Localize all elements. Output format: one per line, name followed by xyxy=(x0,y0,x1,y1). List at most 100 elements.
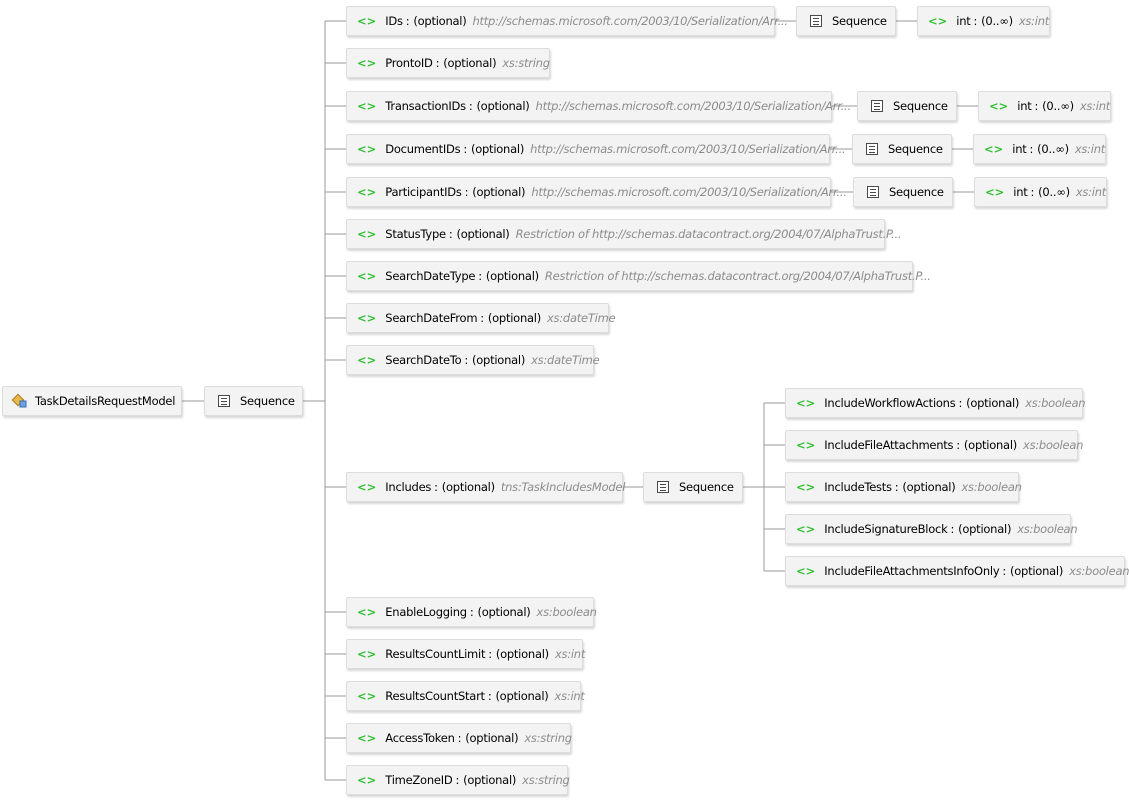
name-separator: : xyxy=(455,773,460,787)
element-name: int xyxy=(1013,185,1028,199)
element-node-includes[interactable]: <>Includes:(optional)tns:TaskIncludesMod… xyxy=(346,472,625,502)
element-type: http://schemas.microsoft.com/2003/10/Ser… xyxy=(535,99,852,113)
element-name: StatusType xyxy=(385,227,446,241)
element-node-access-token[interactable]: <>AccessToken:(optional)xs:string xyxy=(346,723,572,753)
name-separator: : xyxy=(463,142,467,156)
element-optional: (optional) xyxy=(958,522,1012,536)
element-node-ids[interactable]: <>IDs:(optional)http://schemas.microsoft… xyxy=(346,6,788,36)
element-name: IncludeFileAttachments xyxy=(824,438,954,452)
element-type: xs:string xyxy=(524,731,572,745)
element-node-status-type[interactable]: <> StatusType:(optional) Restriction of ht… xyxy=(346,219,902,249)
element-type: xs:int xyxy=(1074,142,1106,156)
element-name: IncludeSignatureBlock xyxy=(824,522,948,536)
element-type: xs:dateTime xyxy=(531,353,600,367)
element-cardinality: (0..∞) xyxy=(1042,99,1074,113)
element-optional: (optional) xyxy=(465,731,519,745)
element-icon: <> xyxy=(357,227,377,241)
root-sequence-node[interactable]: Sequence xyxy=(204,386,303,416)
element-name: SearchDateFrom xyxy=(385,311,478,325)
element-type: Restriction of http://schemas.datacontra… xyxy=(515,227,902,241)
element-optional: (optional) xyxy=(472,353,526,367)
element-node-int-participant-ids[interactable]: <>int:(0..∞)xs:int xyxy=(974,177,1107,207)
element-optional: (optional) xyxy=(1010,564,1064,578)
element-name: int xyxy=(956,14,971,28)
element-node-pronto-id[interactable]: <>ProntoID:(optional)xs:string xyxy=(346,48,550,78)
element-name: SearchDateTo xyxy=(385,353,462,367)
name-separator: : xyxy=(434,480,438,494)
element-optional: (optional) xyxy=(476,99,530,113)
sequence-node-includes[interactable]: Sequence xyxy=(643,472,743,502)
name-separator: : xyxy=(956,438,960,452)
name-separator: : xyxy=(478,269,482,283)
element-icon: <> xyxy=(357,731,377,745)
element-icon: <> xyxy=(796,438,816,452)
element-node-int-ids[interactable]: <>int:(0..∞)xs:int xyxy=(917,6,1050,36)
element-cardinality: (0..∞) xyxy=(981,14,1013,28)
element-type: xs:int xyxy=(1075,185,1107,199)
element-name: IncludeWorkflowActions xyxy=(824,396,956,410)
name-separator: : xyxy=(435,56,440,70)
element-optional: (optional) xyxy=(443,56,497,70)
element-node-document-ids[interactable]: <>DocumentIDs:(optional)http://schemas.m… xyxy=(346,134,846,164)
element-node-transaction-ids[interactable]: <>TransactionIDs:(optional)http://schema… xyxy=(346,91,851,121)
element-icon: <> xyxy=(357,99,377,113)
element-node-results-count-limit[interactable]: <>ResultsCountLimit:(optional)xs:int xyxy=(346,639,585,669)
sequence-label: Sequence xyxy=(240,394,295,408)
element-name: ParticipantIDs xyxy=(385,185,462,199)
element-optional: (optional) xyxy=(470,142,525,156)
element-icon: <> xyxy=(985,185,1005,199)
element-node-search-date-from[interactable]: <>SearchDateFrom:(optional)xs:dateTime xyxy=(346,303,616,333)
element-name: Includes xyxy=(385,480,432,494)
name-separator: : xyxy=(487,689,492,703)
element-type: http://schemas.microsoft.com/2003/10/Ser… xyxy=(530,142,846,156)
element-type: xs:string xyxy=(522,773,570,787)
element-type: xs:boolean xyxy=(536,605,597,619)
element-icon: <> xyxy=(357,605,377,619)
element-icon: <> xyxy=(984,142,1004,156)
name-separator: : xyxy=(1030,185,1035,199)
element-node-enable-logging[interactable]: <>EnableLogging:(optional)xs:boolean xyxy=(346,597,597,627)
element-node-results-count-start[interactable]: <>ResultsCountStart:(optional)xs:int xyxy=(346,681,585,711)
element-node-include-signature-block[interactable]: <>IncludeSignatureBlock:(optional)xs:boo… xyxy=(785,514,1078,544)
element-optional: (optional) xyxy=(495,689,549,703)
name-separator: : xyxy=(448,227,453,241)
name-separator: : xyxy=(469,605,474,619)
element-node-int-document-ids[interactable]: <>int:(0..∞)xs:int xyxy=(973,134,1106,164)
sequence-node-document-ids[interactable]: Sequence xyxy=(852,134,952,164)
element-node-participant-ids[interactable]: <>ParticipantIDs:(optional)http://schema… xyxy=(346,177,847,207)
element-name: ResultsCountStart xyxy=(385,689,485,703)
name-separator: : xyxy=(894,480,899,494)
element-optional: (optional) xyxy=(456,227,510,241)
element-node-include-file-attachments-info-only[interactable]: <>IncludeFileAttachmentsInfoOnly:(option… xyxy=(785,556,1129,586)
element-node-search-date-to[interactable]: <>SearchDateTo:(optional)xs:dateTime xyxy=(346,345,600,375)
element-optional: (optional) xyxy=(485,269,539,283)
name-separator: : xyxy=(1002,564,1007,578)
element-icon: <> xyxy=(357,480,377,494)
name-separator: : xyxy=(488,647,492,661)
element-node-include-workflow-actions[interactable]: <>IncludeWorkflowActions:(optional)xs:bo… xyxy=(785,388,1086,418)
element-optional: (optional) xyxy=(963,438,1018,452)
root-type-node[interactable]: TaskDetailsRequestModel xyxy=(2,386,182,416)
element-node-time-zone-id[interactable]: <>TimeZoneID:(optional)xs:string xyxy=(346,765,570,795)
element-cardinality: (0..∞) xyxy=(1037,142,1069,156)
element-icon: <> xyxy=(357,773,377,787)
sequence-node-participant-ids[interactable]: Sequence xyxy=(853,177,953,207)
sequence-label: Sequence xyxy=(893,99,948,113)
element-node-search-date-type[interactable]: <>SearchDateType:(optional)Restriction o… xyxy=(346,261,931,291)
name-separator: : xyxy=(973,14,978,28)
element-icon: <> xyxy=(357,185,377,199)
element-name: int xyxy=(1017,99,1032,113)
sequence-label: Sequence xyxy=(832,14,887,28)
element-type: xs:boolean xyxy=(1023,438,1084,452)
element-icon: <> xyxy=(796,480,816,494)
sequence-node-transaction-ids[interactable]: Sequence xyxy=(857,91,957,121)
element-type: xs:boolean xyxy=(1017,522,1078,536)
sequence-node-ids[interactable]: Sequence xyxy=(796,6,896,36)
element-optional: (optional) xyxy=(902,480,956,494)
element-type: xs:boolean xyxy=(1025,396,1086,410)
element-node-include-tests[interactable]: <>IncludeTests:(optional)xs:boolean xyxy=(785,472,1022,502)
element-icon: <> xyxy=(989,99,1009,113)
element-node-int-transaction-ids[interactable]: <>int:(0..∞)xs:int xyxy=(978,91,1111,121)
element-node-include-file-attachments[interactable]: <> IncludeFileAttachments:(optional) xs:bo… xyxy=(785,430,1083,460)
